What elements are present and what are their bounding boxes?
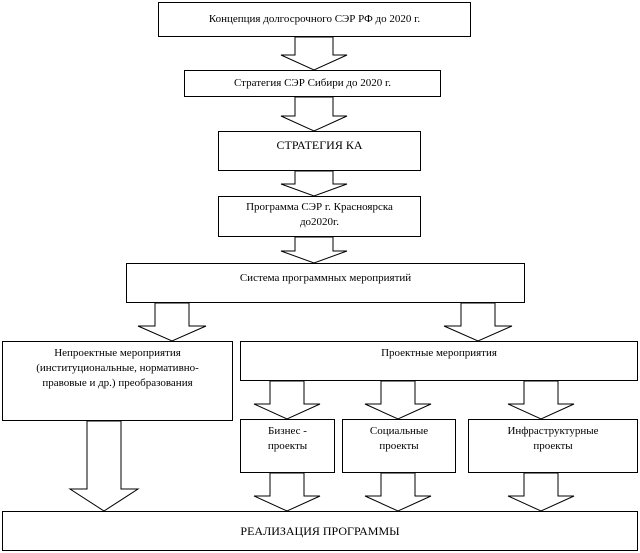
- down-arrow-10: [507, 380, 575, 420]
- down-arrow-12: [364, 472, 432, 512]
- down-arrow-1: [280, 36, 348, 71]
- nonproject-label-line2: (институциональные, нормативно-: [36, 362, 199, 374]
- realization-label: РЕАЛИЗАЦИЯ ПРОГРАММЫ: [240, 523, 400, 538]
- business-projects-box: Бизнес - проекты: [240, 419, 335, 473]
- concept-label: Концепция долгосрочного СЭР РФ до 2020 г…: [208, 13, 421, 25]
- down-arrow-8: [253, 380, 321, 420]
- infra-label-line2: проекты: [533, 440, 573, 452]
- down-arrow-4: [280, 236, 348, 264]
- system-box: Система программных мероприятий: [126, 263, 525, 303]
- down-arrow-9: [364, 380, 432, 420]
- down-arrow-13: [507, 472, 575, 512]
- strategy-siberia-box: Стратегия СЭР Сибири до 2020 г.: [184, 70, 441, 97]
- nonproject-label-line3: правовые и др.) преобразования: [42, 377, 193, 389]
- program-box: Программа СЭР г. Красноярска до2020г.: [218, 196, 421, 237]
- down-arrow-11: [253, 472, 321, 512]
- social-projects-box: Социальные проекты: [342, 419, 456, 473]
- down-arrow-2: [280, 96, 348, 132]
- down-arrow-5: [137, 302, 207, 342]
- program-label-line2: до2020г.: [299, 216, 340, 228]
- concept-box: Концепция долгосрочного СЭР РФ до 2020 г…: [158, 2, 471, 37]
- down-arrow-3: [280, 170, 348, 197]
- infra-projects-box: Инфраструктурные проекты: [468, 419, 638, 473]
- business-label-line2: проекты: [267, 440, 308, 452]
- strategy-siberia-label: Стратегия СЭР Сибири до 2020 г.: [233, 77, 392, 89]
- infra-label-line1: Инфраструктурные: [507, 425, 599, 437]
- strategy-ka-label: СТРАТЕГИЯ КА: [276, 138, 363, 152]
- business-label-line1: Бизнес -: [268, 425, 307, 437]
- nonproject-label-line1: Непроектные мероприятия: [54, 347, 181, 359]
- strategy-ka-box: СТРАТЕГИЯ КА: [218, 131, 421, 171]
- social-label-line2: проекты: [379, 440, 419, 452]
- project-box: Проектные мероприятия: [240, 341, 638, 381]
- down-arrow-7: [68, 420, 140, 512]
- system-label: Система программных мероприятий: [239, 272, 412, 284]
- nonproject-box: Непроектные мероприятия (институциональн…: [2, 341, 233, 421]
- realization-box: РЕАЛИЗАЦИЯ ПРОГРАММЫ: [2, 511, 638, 551]
- program-label-line1: Программа СЭР г. Красноярска: [246, 201, 393, 213]
- down-arrow-6: [443, 302, 513, 342]
- social-label-line1: Социальные: [369, 425, 429, 437]
- project-label: Проектные мероприятия: [381, 347, 497, 359]
